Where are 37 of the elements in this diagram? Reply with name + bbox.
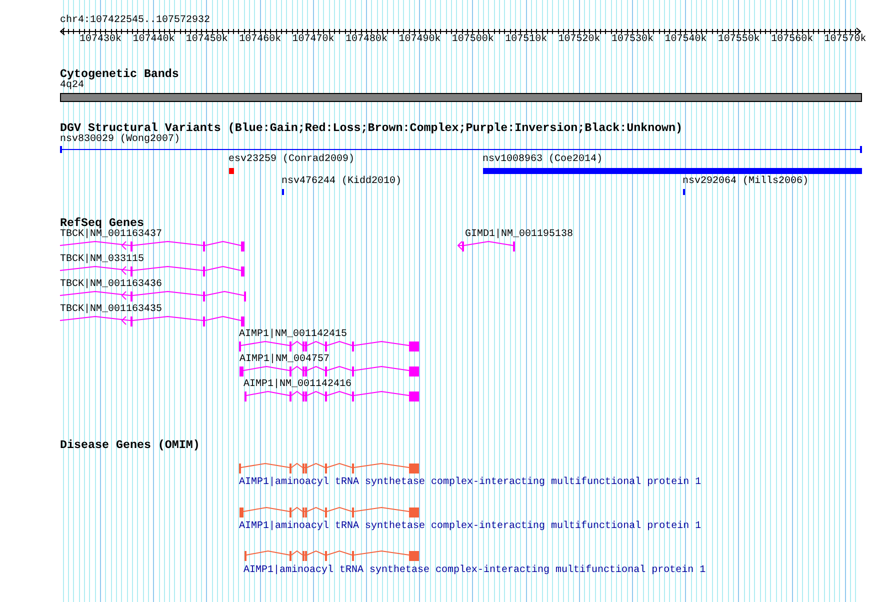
tick-label: 107510k — [505, 34, 548, 46]
variant-label: nsv476244 (Kidd2010) — [282, 176, 402, 188]
track-title: DGV Structural Variants (Blue:Gain;Red:Loss;Brown:Complex;Purple:Inversion;Black:Unknown) — [60, 121, 683, 135]
track-title: Disease Genes (OMIM) — [60, 438, 200, 452]
track-title: RefSeq Genes — [60, 216, 144, 230]
tick-label: 107540k — [664, 34, 707, 46]
track-title: Cytogenetic Bands — [60, 67, 179, 81]
tick-label: 107430k — [80, 34, 122, 46]
transcript-label: TBCK|NM_001163436 — [60, 279, 162, 291]
tick-label: 107520k — [558, 34, 600, 46]
variant-label: nsv1008963 (Coe2014) — [482, 154, 603, 166]
variant-label: nsv292064 (Mills2006) — [682, 176, 809, 188]
tick-label: 107560k — [771, 34, 814, 46]
tick-label: 107450k — [186, 34, 228, 46]
disease-gene-label: AIMP1|aminoacyl tRNA synthetase complex-interacting multifunctional protein 1 — [239, 521, 702, 533]
variant-label: nsv830029 (Wong2007) — [60, 134, 180, 146]
coordinate-range-label: chr4:107422545..107572932 — [60, 15, 210, 27]
tick-label: 107530k — [612, 34, 654, 46]
tick-label: 107470k — [292, 34, 334, 46]
transcript-label: AIMP1|NM_001142415 — [239, 329, 348, 341]
transcript-label: AIMP1|NM_004757 — [240, 354, 330, 366]
disease-gene-label: AIMP1|aminoacyl tRNA synthetase complex-interacting multifunctional protein 1 — [239, 477, 702, 489]
transcript-label: TBCK|NM_001163435 — [60, 304, 162, 316]
transcript-label: TBCK|NM_001163437 — [60, 229, 162, 241]
tick-label: 107490k — [398, 34, 441, 46]
disease-gene-label: AIMP1|aminoacyl tRNA synthetase complex-interacting multifunctional protein 1 — [244, 565, 706, 577]
tick-label: 107500k — [452, 34, 494, 46]
tick-label: 107570k — [824, 34, 866, 46]
tick-label: 107460k — [239, 34, 282, 46]
tick-label: 107480k — [346, 34, 388, 46]
tick-label: 107440k — [132, 34, 175, 46]
transcript-label: AIMP1|NM_001142416 — [244, 379, 352, 391]
transcript-label: GIMD1|NM_001195138 — [465, 229, 574, 241]
tick-label: 107550k — [718, 34, 760, 46]
transcript-label: TBCK|NM_033115 — [60, 254, 144, 266]
variant-label: esv23259 (Conrad2009) — [228, 154, 355, 166]
band-label: 4q24 — [60, 80, 84, 92]
